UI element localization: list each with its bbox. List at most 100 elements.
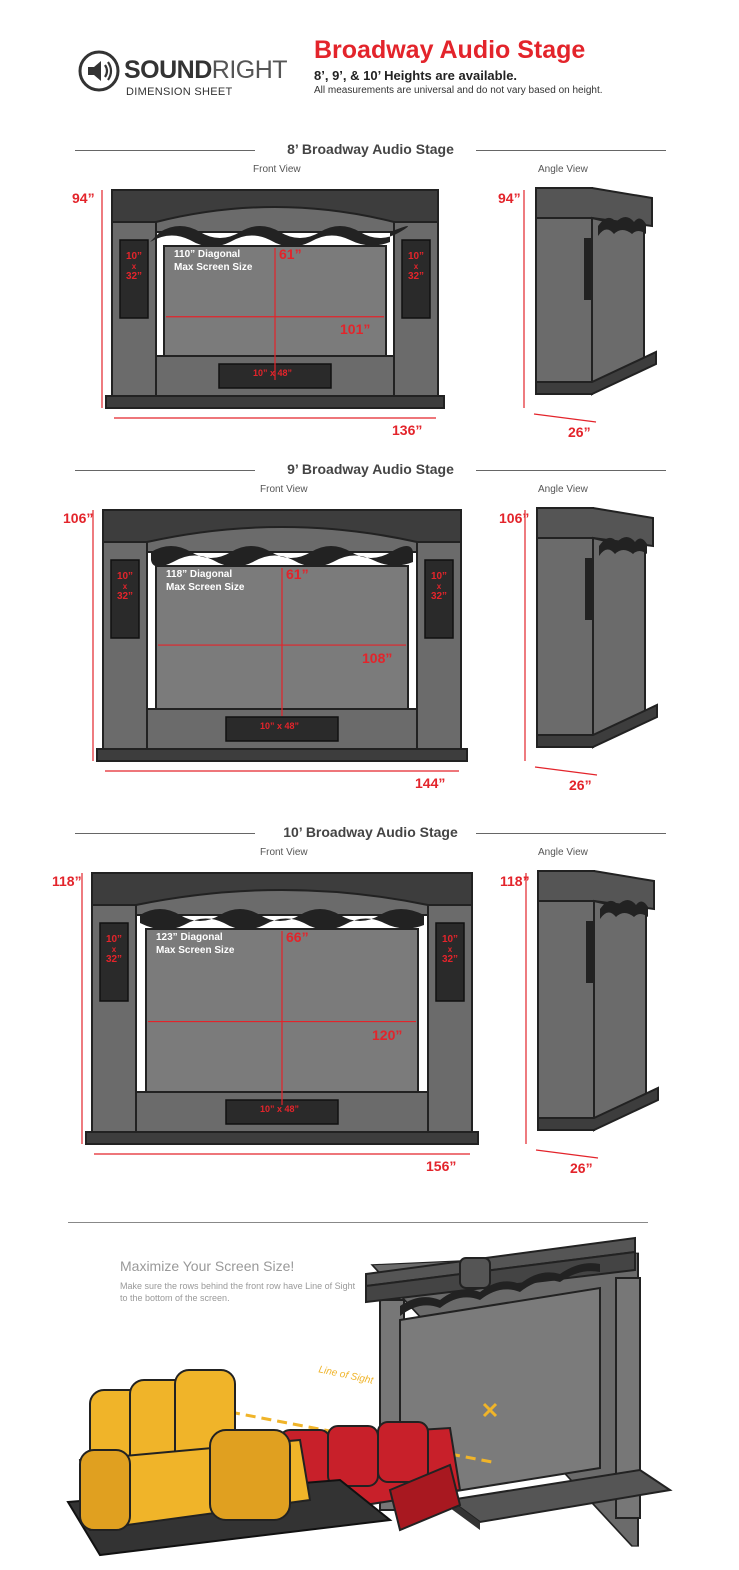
angle-base xyxy=(536,703,658,748)
seats-front-row xyxy=(78,1369,312,1532)
stage-height-value: 118” xyxy=(52,873,82,889)
left-speaker xyxy=(110,559,140,639)
left-speaker xyxy=(119,239,149,319)
angle-view-diagram xyxy=(537,870,659,1132)
stage-plinth xyxy=(85,1131,479,1145)
sub-speaker-label: 10” x 48” xyxy=(260,1104,300,1114)
right-speaker xyxy=(424,559,454,639)
sub-speaker xyxy=(225,716,339,742)
sub-speaker-label: 10” x 48” xyxy=(253,368,293,378)
stage-depth-value: 26” xyxy=(570,1160,593,1176)
right-speaker xyxy=(401,239,431,319)
page-title: Broadway Audio Stage xyxy=(314,36,586,64)
stage-width-value: 156” xyxy=(426,1158,457,1174)
height-arrow xyxy=(92,510,94,761)
stage-width-value: 144” xyxy=(415,775,446,791)
curtain xyxy=(150,226,408,247)
angle-speaker xyxy=(584,238,592,300)
section-title: 9’ Broadway Audio Stage xyxy=(287,461,454,477)
angle-speaker xyxy=(585,558,593,620)
angle-view-label: Angle View xyxy=(538,164,588,175)
brand-subtitle: DIMENSION SHEET xyxy=(126,86,233,98)
width-arrow xyxy=(114,417,436,419)
front-view-label: Front View xyxy=(260,484,308,495)
curtain xyxy=(140,909,424,930)
stage-depth-value: 26” xyxy=(568,424,591,440)
screen-height-value: 61” xyxy=(279,246,302,262)
brand-name: SOUNDRIGHT xyxy=(124,56,288,84)
screen-height-value: 61” xyxy=(286,566,309,582)
sub-speaker-label: 10” x 48” xyxy=(260,721,300,731)
angle-curtain xyxy=(598,217,646,236)
theater-illustration xyxy=(66,1236,673,1557)
page-subtitle: 8’, 9’, & 10’ Heights are available. xyxy=(314,68,518,83)
speaker-icon xyxy=(78,50,120,92)
angle-top xyxy=(536,507,654,548)
screen-width-value: 120” xyxy=(372,1026,403,1043)
angle-view-diagram xyxy=(535,187,657,396)
depth-arrow xyxy=(533,413,597,423)
maximize-body: Make sure the rows behind the front row … xyxy=(120,1281,356,1303)
stage-height-value: 94” xyxy=(72,190,95,206)
stage-depth-value: 26” xyxy=(569,777,592,793)
angle-curtain xyxy=(600,900,648,919)
section-header: 10’ Broadway Audio Stage xyxy=(75,823,666,843)
section-header: 8’ Broadway Audio Stage xyxy=(75,140,666,160)
angle-height-value: 94” xyxy=(498,190,521,206)
front-view-label: Front View xyxy=(260,847,308,858)
angle-view-diagram xyxy=(536,507,658,749)
sight-target-mark xyxy=(482,1402,498,1418)
angle-height-arrow xyxy=(524,510,526,761)
height-arrow xyxy=(101,190,103,408)
angle-height-arrow xyxy=(523,190,525,408)
section-title: 8’ Broadway Audio Stage xyxy=(287,141,454,157)
left-speaker xyxy=(99,922,129,1002)
page-note: All measurements are universal and do no… xyxy=(314,85,603,96)
stage-plinth xyxy=(96,748,468,762)
width-arrow xyxy=(94,1153,470,1155)
angle-front xyxy=(593,899,647,1132)
right-speaker xyxy=(435,922,465,1002)
section-header: 9’ Broadway Audio Stage xyxy=(75,460,666,480)
stage-height-value: 106” xyxy=(63,510,94,526)
angle-height-arrow xyxy=(525,873,527,1144)
angle-curtain xyxy=(599,537,647,556)
maximize-title: Maximize Your Screen Size! xyxy=(120,1258,295,1274)
angle-view-label: Angle View xyxy=(538,484,588,495)
screen-width-value: 101” xyxy=(340,320,371,337)
arch-valance xyxy=(146,526,418,553)
front-view-diagram xyxy=(105,189,445,409)
angle-height-value: 106” xyxy=(499,510,530,526)
angle-top xyxy=(537,870,655,911)
front-view-diagram xyxy=(85,872,479,1145)
angle-side-panel xyxy=(537,870,595,1131)
stage-width-value: 136” xyxy=(392,422,423,438)
stage-plinth xyxy=(105,395,445,409)
section-title: 10’ Broadway Audio Stage xyxy=(283,824,458,840)
angle-base xyxy=(537,1086,659,1131)
angle-top xyxy=(535,187,653,228)
angle-speaker xyxy=(586,921,594,983)
screen-height-value: 66” xyxy=(286,929,309,945)
arch-valance xyxy=(155,206,395,233)
angle-side-panel xyxy=(536,507,594,748)
depth-arrow xyxy=(535,1149,599,1159)
screen-width-value: 108” xyxy=(362,649,393,666)
angle-base xyxy=(535,350,657,395)
front-view-label: Front View xyxy=(253,164,301,175)
arch-valance xyxy=(135,889,429,916)
section-divider xyxy=(68,1222,648,1223)
curtain xyxy=(151,546,413,567)
depth-arrow xyxy=(534,766,598,776)
front-view-diagram xyxy=(96,509,468,762)
brand-logo: SOUNDRIGHT DIMENSION SHEET xyxy=(78,44,298,104)
